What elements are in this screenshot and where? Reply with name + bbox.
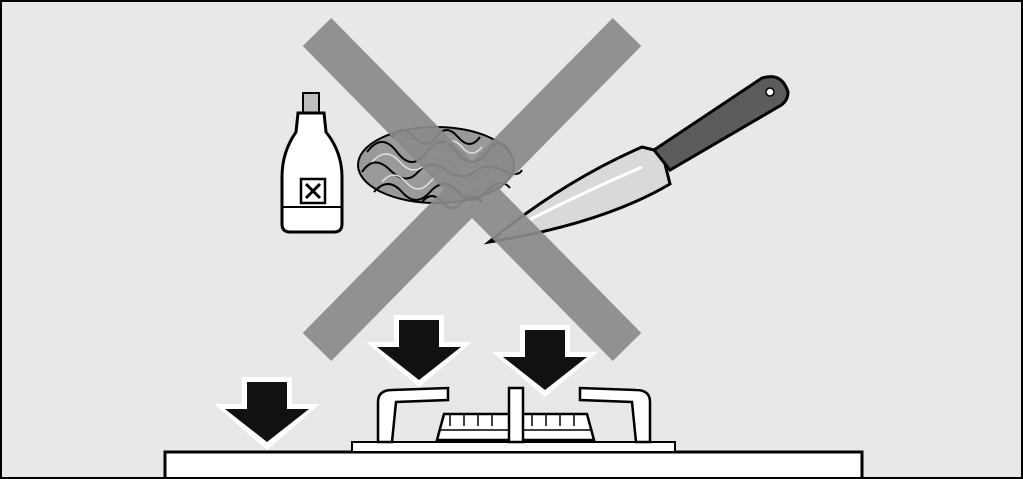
arrow-burner (492, 325, 598, 397)
pan-support-icon (376, 386, 652, 444)
bottle-icon (280, 92, 344, 234)
arrow-pan-support (366, 315, 472, 387)
arrow-down-icon (366, 315, 472, 387)
hob-worktop (163, 450, 864, 477)
arrow-worktop (214, 377, 320, 450)
prohibition-cross-icon (302, 17, 642, 362)
hazard-x-icon (299, 177, 327, 205)
arrow-down-icon (492, 325, 598, 397)
arrow-down-icon (214, 377, 320, 450)
knife-icon (483, 75, 790, 245)
